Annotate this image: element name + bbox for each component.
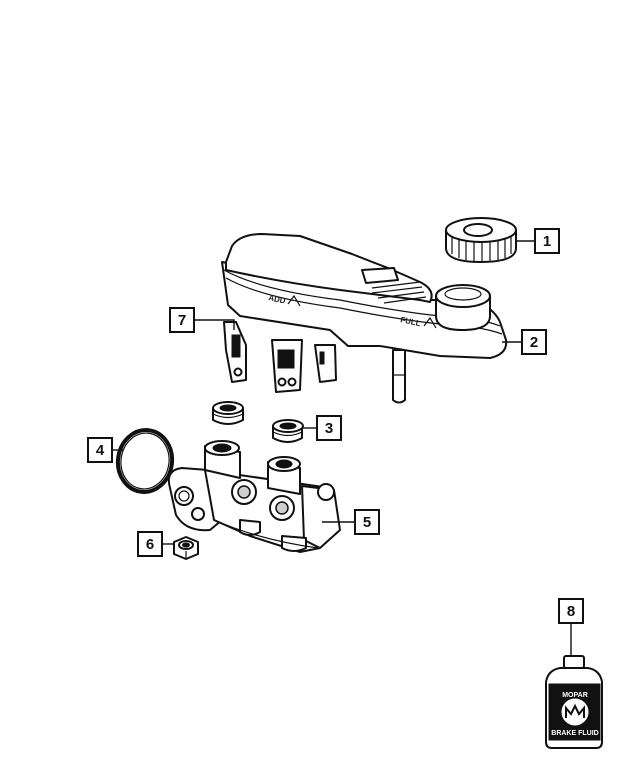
reservoir-label-plate — [361, 267, 399, 284]
callout-2: 2 — [521, 329, 547, 355]
leader-lines — [113, 240, 572, 656]
master-cylinder — [167, 440, 341, 553]
reservoir-add-marking: ADD — [268, 293, 287, 305]
leader-7 — [195, 319, 235, 330]
o-ring — [115, 428, 175, 494]
grommet-right — [272, 419, 304, 443]
fluid-reservoir: ADD FULL — [221, 233, 508, 404]
reservoir-full-marking: FULL — [400, 315, 422, 328]
callout-7: 7 — [169, 307, 195, 333]
callout-8: 8 — [558, 598, 584, 624]
reservoir-outlet-tube — [392, 349, 406, 404]
grommet-left — [212, 401, 244, 425]
callout-6: 6 — [137, 531, 163, 557]
callout-5: 5 — [354, 509, 380, 535]
callout-1: 1 — [534, 228, 560, 254]
brake-fluid-bottle: MOPAR BRAKE FLUID — [545, 655, 603, 749]
bottle-product-text: BRAKE FLUID — [551, 730, 598, 737]
reservoir-leg-right — [314, 344, 337, 383]
bottle-brand-text: MOPAR — [562, 692, 588, 699]
reservoir-cap — [445, 217, 517, 263]
callout-4: 4 — [87, 437, 113, 463]
callout-3: 3 — [316, 415, 342, 441]
hex-nut — [173, 536, 199, 560]
